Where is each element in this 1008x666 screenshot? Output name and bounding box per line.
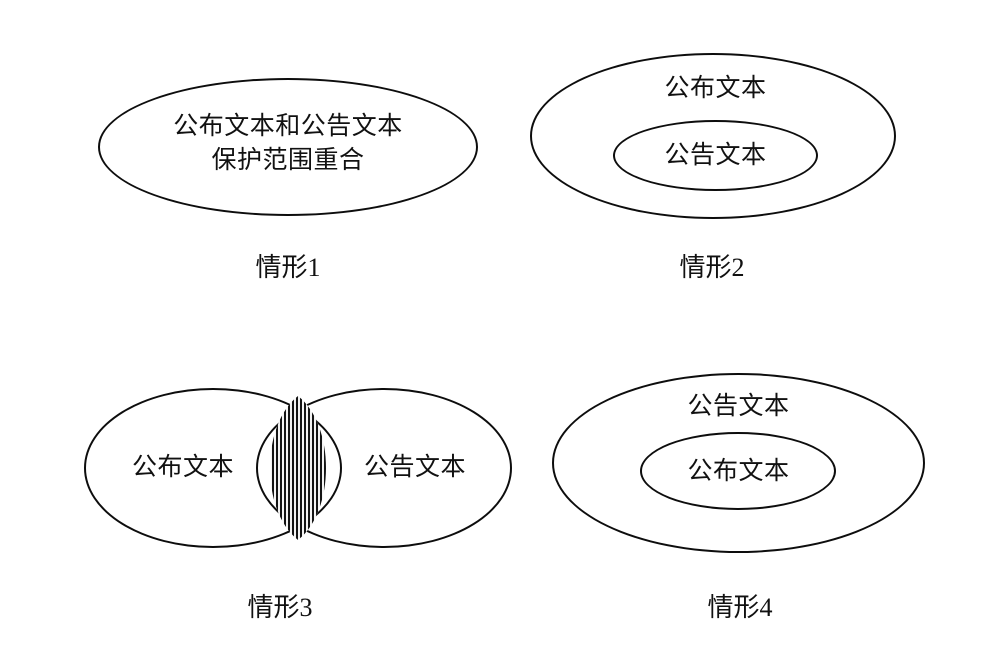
panel-scenario-2: 公布文本 公告文本 情形2 <box>504 0 1008 333</box>
scenario-3-intersection-lens <box>254 388 344 548</box>
scenario-2-inner-ellipse <box>613 120 818 191</box>
scenario-4-inner-ellipse <box>640 432 836 510</box>
caption-scenario-4: 情形4 <box>707 593 773 622</box>
scenario-4-outer-ellipse <box>552 373 925 553</box>
panel-scenario-3: 公布文本 公告文本 情形3 <box>0 333 512 666</box>
panel-scenario-1: 公布文本和公告文本 保护范围重合 情形1 <box>0 0 504 333</box>
scenario-1-single-ellipse <box>98 78 478 216</box>
scenario-2-outer-ellipse <box>530 53 896 219</box>
caption-scenario-1: 情形1 <box>255 253 321 282</box>
caption-scenario-2: 情形2 <box>679 253 745 282</box>
panel-scenario-4: 公告文本 公布文本 情形4 <box>504 333 1008 666</box>
scenario-3-right-ellipse <box>256 388 512 548</box>
caption-scenario-3: 情形3 <box>247 593 313 622</box>
